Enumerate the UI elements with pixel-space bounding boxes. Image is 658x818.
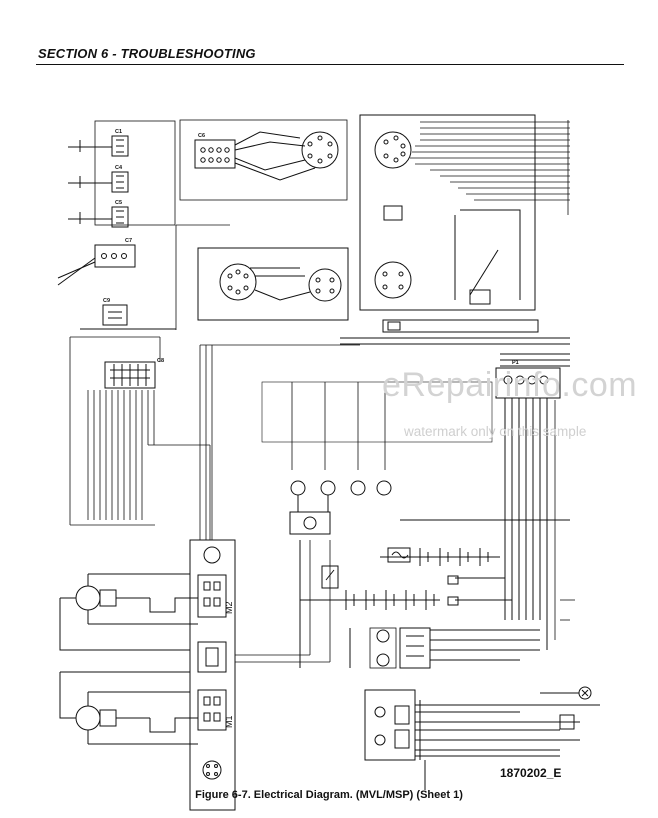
section-title: SECTION 6 - TROUBLESHOOTING [38, 46, 256, 61]
label-c9: C9 [103, 298, 110, 304]
label-c8: C8 [157, 358, 164, 364]
label-c1: C1 [115, 129, 122, 135]
right-edge-lines [554, 400, 575, 640]
controller-block [364, 686, 600, 790]
lower-right-relays [349, 627, 540, 669]
lss-switch [340, 319, 570, 367]
motor-controller-module [189, 539, 236, 811]
label-c6: C6 [198, 133, 205, 139]
connector-c5 [111, 206, 129, 228]
drive-motor-lower [59, 671, 198, 745]
connector-c4 [111, 171, 129, 193]
battery-bank [299, 519, 570, 668]
label-c4: C4 [115, 165, 123, 171]
connector-labels: C1 C4 C5 C6 C7 C9 C8 P1 M2 M1 [103, 129, 519, 728]
header-rule [36, 64, 624, 65]
label-c5: C5 [115, 200, 122, 206]
label-p1: P1 [512, 360, 519, 366]
watermark-note: watermark only on this sample [404, 424, 587, 439]
drawing-number: 1870202_E [500, 766, 562, 780]
top-right-wire-bus [410, 120, 570, 215]
connector-c7 [57, 244, 136, 286]
watermark-site: eRepairinfo.com [382, 366, 638, 404]
label-c7: C7 [125, 238, 132, 244]
center-signal-lines [235, 540, 331, 663]
right-joystick-box [359, 114, 536, 311]
center-harness [199, 344, 493, 540]
connector-c8 [104, 361, 156, 389]
joystick-module-region [68, 120, 176, 226]
connector-c6 [179, 119, 348, 201]
terminal-blocks [289, 480, 392, 535]
connector-c9 [80, 304, 176, 330]
optional-module [197, 247, 349, 321]
label-m1: M1 [224, 715, 234, 728]
figure-caption: Figure 6-7. Electrical Diagram. (MVL/MSP… [195, 789, 463, 801]
drive-motor-upper [59, 573, 198, 651]
label-m2: M2 [224, 601, 234, 614]
connector-c1 [111, 135, 129, 157]
connector-p1 [495, 367, 561, 650]
